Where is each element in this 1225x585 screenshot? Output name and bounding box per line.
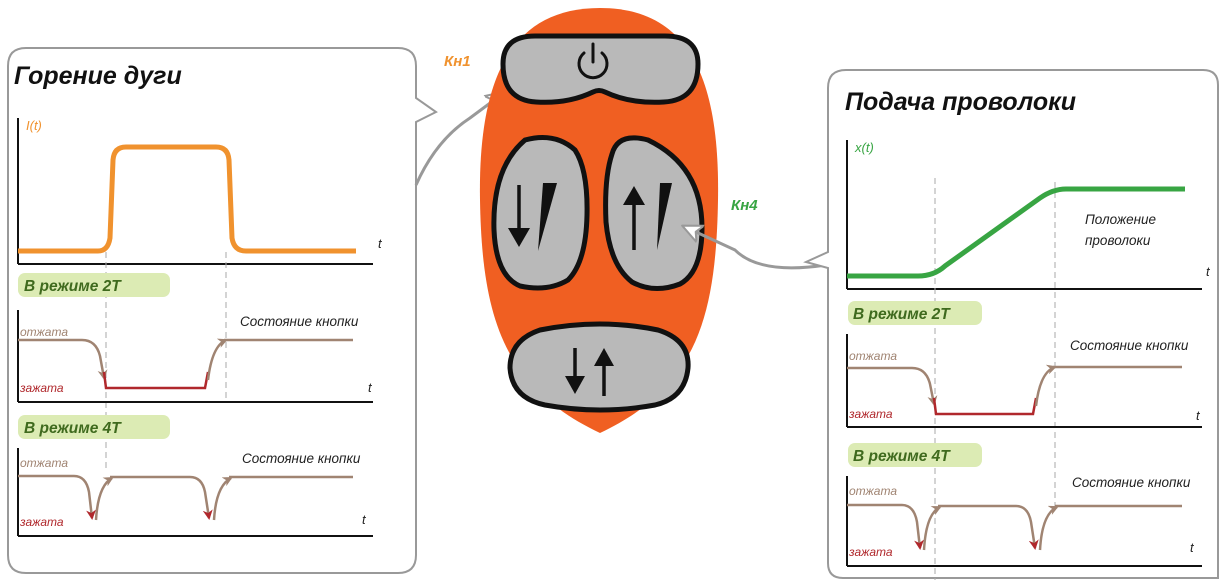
right-mode-4t: В режиме 4Т Состояние кнопки отжата зажа…	[846, 443, 1202, 567]
mode-badge-4t	[18, 415, 170, 439]
arrow-up-wedge-icon	[623, 183, 672, 250]
down-up-button[interactable]	[507, 321, 691, 413]
pressed-label: зажата	[19, 381, 64, 395]
released-state-line	[18, 338, 108, 380]
curve-label-line2: проволоки	[1085, 233, 1151, 248]
released-label: отжата	[849, 484, 897, 498]
left-panel: Горение дуги I(t) t В режиме 2Т Состояни…	[7, 47, 438, 574]
released-state-line	[18, 474, 97, 520]
release-transition	[206, 338, 228, 381]
kn4-connector-arrow	[683, 226, 827, 270]
arrow-down-up-icon	[565, 348, 614, 396]
button-state-label: Состояние кнопки	[1070, 338, 1189, 353]
right-panel: Подача проволоки x(t) t Положение провол…	[803, 69, 1219, 580]
current-curve	[18, 144, 356, 254]
down-button[interactable]	[491, 135, 590, 291]
released-state-line-2	[110, 475, 213, 520]
left-mode-4t: В режиме 4Т Состояние кнопки отжата зажа…	[17, 415, 373, 537]
time-label: t	[1196, 408, 1201, 423]
released-label: отжата	[20, 325, 68, 339]
pressed-label: зажата	[848, 545, 893, 559]
pressed-state-line	[932, 397, 1038, 416]
mode-badge-2t	[848, 301, 982, 325]
release-transition-2	[1038, 505, 1059, 551]
right-mode-2t: В режиме 2Т Состояние кнопки отжата зажа…	[846, 301, 1202, 428]
remote-control: Кн1 Кн4	[444, 8, 758, 433]
release-transition-2	[212, 476, 233, 521]
mode-badge-2t	[18, 273, 170, 297]
time-label: t	[1190, 540, 1195, 555]
pressed-label: зажата	[848, 407, 893, 421]
up-button[interactable]	[603, 135, 705, 291]
left-panel-border	[7, 47, 438, 574]
power-button-shape	[500, 33, 701, 105]
left-panel-title: Горение дуги	[14, 62, 182, 90]
y-axis-label: I(t)	[26, 118, 42, 133]
mode-badge-4t-label: В режиме 4Т	[24, 420, 122, 437]
right-panel-title: Подача проволоки	[845, 88, 1076, 116]
released-state-line	[847, 503, 925, 550]
button-state-label: Состояние кнопки	[240, 314, 359, 329]
mode-badge-2t-label: В режиме 2Т	[853, 306, 951, 323]
power-button[interactable]	[500, 33, 701, 105]
mode-badge-4t	[848, 443, 982, 467]
kn4-label: Кн4	[731, 197, 758, 214]
up-button-shape	[603, 135, 705, 291]
kn1-connector-arrow	[414, 92, 505, 186]
time-label: t	[368, 380, 373, 395]
down-up-button-shape	[507, 321, 691, 413]
x-axis-label: t	[378, 236, 383, 251]
y-axis-label: x(t)	[854, 140, 874, 155]
release-transition	[922, 505, 942, 551]
power-icon	[577, 42, 609, 80]
pressed-state-line	[102, 371, 210, 390]
mode-badge-2t-label: В режиме 2Т	[24, 278, 122, 295]
x-axis-label: t	[1206, 264, 1211, 279]
release-transition	[94, 476, 114, 521]
arrow-down-wedge-icon	[508, 183, 557, 251]
wire-position-chart: x(t) t Положение проволоки	[846, 140, 1211, 580]
wire-position-curve	[847, 186, 1185, 279]
curve-label-line1: Положение	[1085, 212, 1156, 227]
released-label: отжата	[849, 349, 897, 363]
down-button-shape	[491, 135, 590, 291]
remote-body	[479, 8, 719, 433]
button-state-label: Состояние кнопки	[1072, 475, 1191, 490]
released-label: отжата	[20, 456, 68, 470]
released-state-line-2	[938, 504, 1039, 550]
button-state-label: Состояние кнопки	[242, 451, 361, 466]
time-label: t	[362, 512, 367, 527]
left-mode-2t: В режиме 2Т Состояние кнопки отжата зажа…	[17, 273, 373, 403]
kn1-label: Кн1	[444, 53, 471, 70]
mode-badge-4t-label: В режиме 4Т	[853, 448, 951, 465]
released-state-line	[847, 366, 938, 406]
release-transition	[1034, 364, 1057, 407]
pressed-label: зажата	[19, 515, 64, 529]
